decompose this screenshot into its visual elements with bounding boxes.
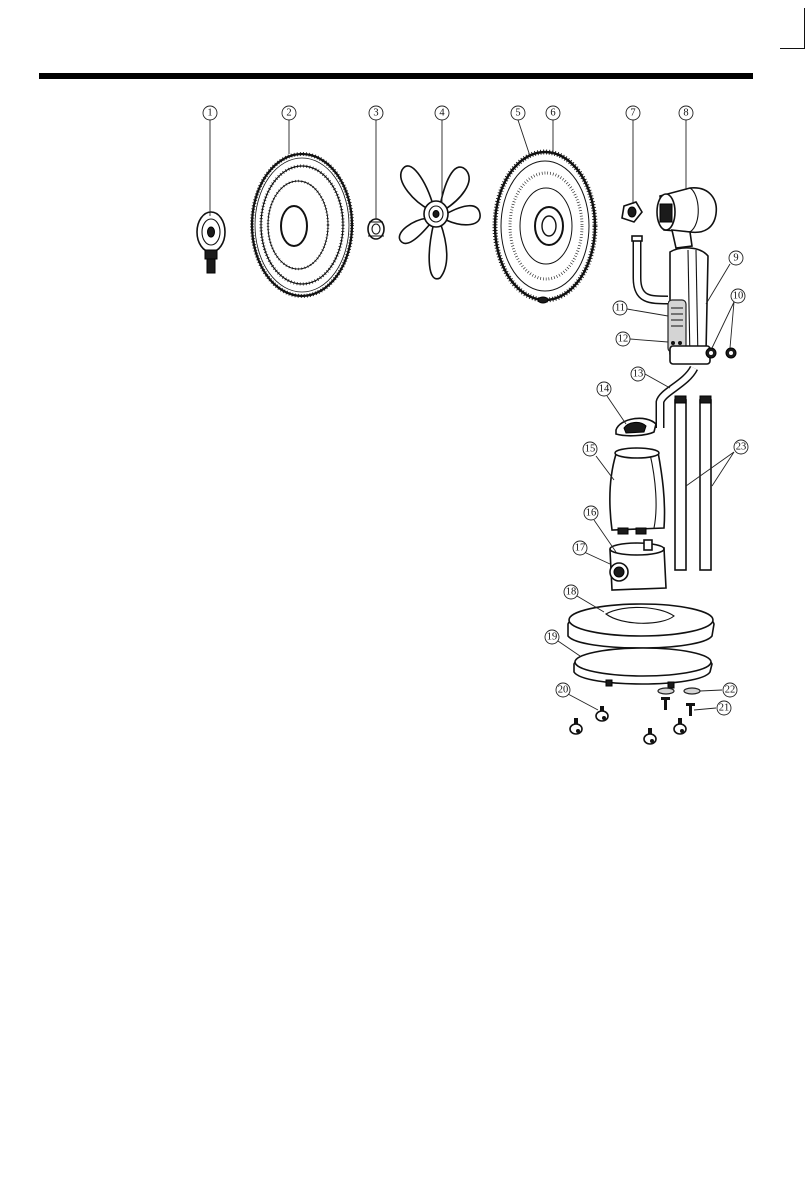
part-spinner-cap xyxy=(197,212,225,273)
part-front-guard xyxy=(495,152,595,303)
svg-text:14: 14 xyxy=(599,384,610,395)
callout-8: 8 xyxy=(679,106,693,120)
callout-17: 17 xyxy=(573,541,587,555)
svg-text:11: 11 xyxy=(615,303,625,314)
svg-text:3: 3 xyxy=(373,108,378,119)
callout-20: 20 xyxy=(556,683,570,697)
part-upper-body xyxy=(668,248,710,364)
callout-12: 12 xyxy=(616,332,630,346)
callout-5: 5 xyxy=(511,106,525,120)
part-motor-head xyxy=(657,188,716,248)
part-water-tank xyxy=(610,448,665,534)
svg-text:17: 17 xyxy=(575,543,586,554)
callout-4: 4 xyxy=(435,106,449,120)
callout-1: 1 xyxy=(203,106,217,120)
svg-text:22: 22 xyxy=(725,685,736,696)
svg-text:16: 16 xyxy=(586,508,597,519)
callout-14: 14 xyxy=(597,382,611,396)
svg-text:4: 4 xyxy=(439,108,445,119)
svg-text:1: 1 xyxy=(207,108,212,119)
svg-text:15: 15 xyxy=(585,444,596,455)
part-rear-guard xyxy=(252,154,352,296)
callout-11: 11 xyxy=(613,301,627,315)
callout-21: 21 xyxy=(717,701,731,715)
svg-text:9: 9 xyxy=(733,253,738,264)
part-fan-blade xyxy=(399,166,480,279)
part-base-bottom xyxy=(574,648,712,688)
part-tank-cap xyxy=(616,418,656,435)
callout-23: 23 xyxy=(734,440,748,454)
svg-text:21: 21 xyxy=(719,703,730,714)
svg-text:12: 12 xyxy=(618,334,629,345)
part-blade-nut xyxy=(368,219,384,239)
svg-text:10: 10 xyxy=(733,291,744,302)
callout-16: 16 xyxy=(584,506,598,520)
callout-13: 13 xyxy=(631,367,645,381)
callout-7: 7 xyxy=(626,106,640,120)
svg-text:18: 18 xyxy=(566,587,577,598)
svg-text:19: 19 xyxy=(547,632,558,643)
svg-text:6: 6 xyxy=(550,108,555,119)
svg-text:2: 2 xyxy=(286,108,291,119)
svg-text:23: 23 xyxy=(736,442,747,453)
part-casters xyxy=(570,706,686,744)
svg-text:13: 13 xyxy=(633,369,644,380)
part-screw-knobs xyxy=(706,348,736,358)
callout-3: 3 xyxy=(369,106,383,120)
part-guard-nut xyxy=(622,202,642,222)
part-base-top xyxy=(568,604,714,648)
callout-22: 22 xyxy=(723,683,737,697)
svg-text:8: 8 xyxy=(683,108,688,119)
part-support-tubes xyxy=(675,396,711,570)
callout-9: 9 xyxy=(729,251,743,265)
callout-15: 15 xyxy=(583,442,597,456)
svg-text:7: 7 xyxy=(630,108,635,119)
svg-text:20: 20 xyxy=(558,685,569,696)
callout-18: 18 xyxy=(564,585,578,599)
svg-text:5: 5 xyxy=(515,108,520,119)
callout-6: 6 xyxy=(546,106,560,120)
callout-2: 2 xyxy=(282,106,296,120)
callout-10: 10 xyxy=(731,289,745,303)
part-mist-unit xyxy=(610,540,666,590)
callout-19: 19 xyxy=(545,630,559,644)
part-screws-washers xyxy=(658,688,700,716)
